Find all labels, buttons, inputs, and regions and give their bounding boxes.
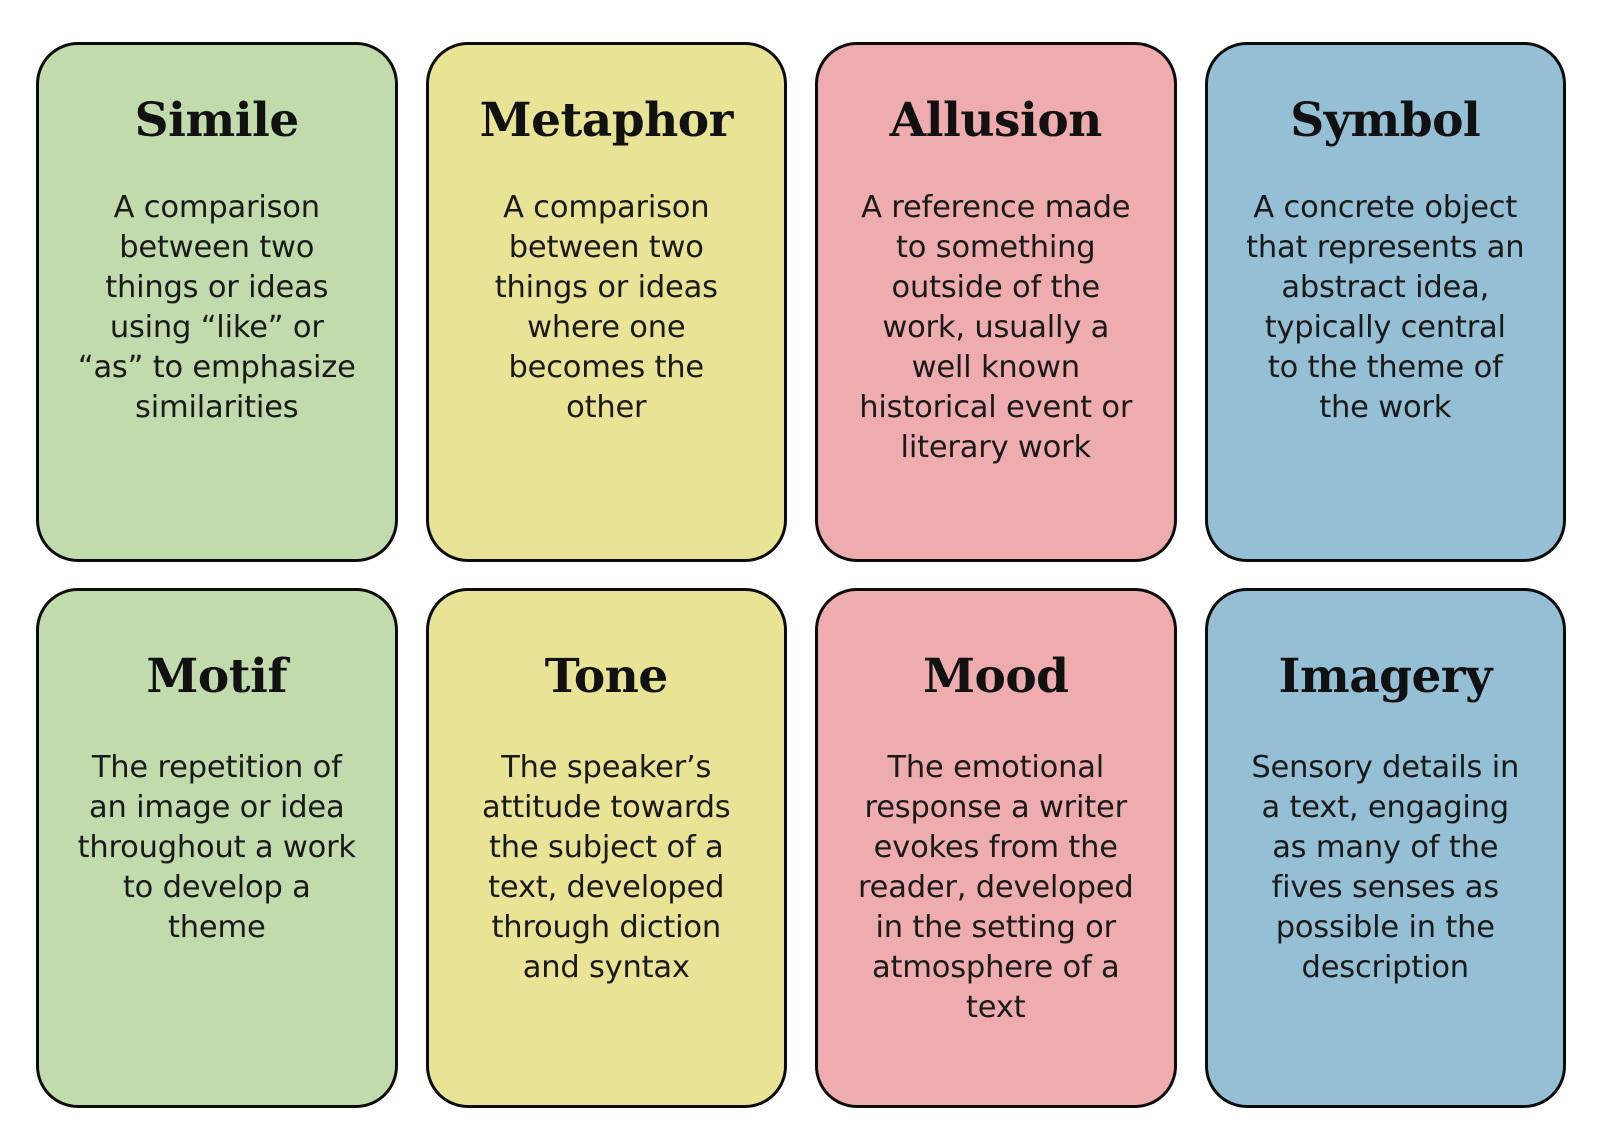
card-definition: A concrete object that represents an abs… [1246, 190, 1525, 425]
card-definition: The speaker’s attitude towards the subje… [482, 750, 731, 985]
card-title: Imagery [1278, 649, 1492, 704]
card-title: Allusion [889, 93, 1103, 148]
card-title: Symbol [1290, 93, 1481, 148]
card-definition: Sensory details in a text, engaging as m… [1251, 750, 1520, 985]
card-title: Metaphor [479, 93, 734, 148]
term-card-imagery[interactable]: Imagery Sensory details in a text, engag… [1204, 588, 1566, 1108]
card-title: Mood [922, 649, 1069, 704]
card-definition: A comparison between two things or ideas… [77, 190, 356, 425]
card-title: Tone [544, 649, 669, 704]
card-row-top: Simile A comparison between two things o… [36, 42, 1566, 562]
term-card-metaphor[interactable]: Metaphor A comparison between two things… [425, 42, 787, 562]
card-title: Simile [134, 93, 300, 148]
card-definition: A reference made to something outside of… [859, 190, 1133, 465]
term-card-tone[interactable]: Tone The speaker’s attitude towards the … [425, 588, 787, 1108]
card-row-bottom: Motif The repetition of an image or idea… [36, 588, 1566, 1108]
term-card-motif[interactable]: Motif The repetition of an image or idea… [36, 588, 398, 1108]
card-definition: The repetition of an image or idea throu… [77, 750, 356, 945]
term-card-mood[interactable]: Mood The emotional response a writer evo… [815, 588, 1177, 1108]
card-title: Motif [146, 649, 288, 704]
term-card-allusion[interactable]: Allusion A reference made to something o… [815, 42, 1177, 562]
card-definition: The emotional response a writer evokes f… [857, 750, 1134, 1025]
term-card-simile[interactable]: Simile A comparison between two things o… [36, 42, 398, 562]
card-definition: A comparison between two things or ideas… [494, 190, 718, 425]
term-card-symbol[interactable]: Symbol A concrete object that represents… [1204, 42, 1566, 562]
